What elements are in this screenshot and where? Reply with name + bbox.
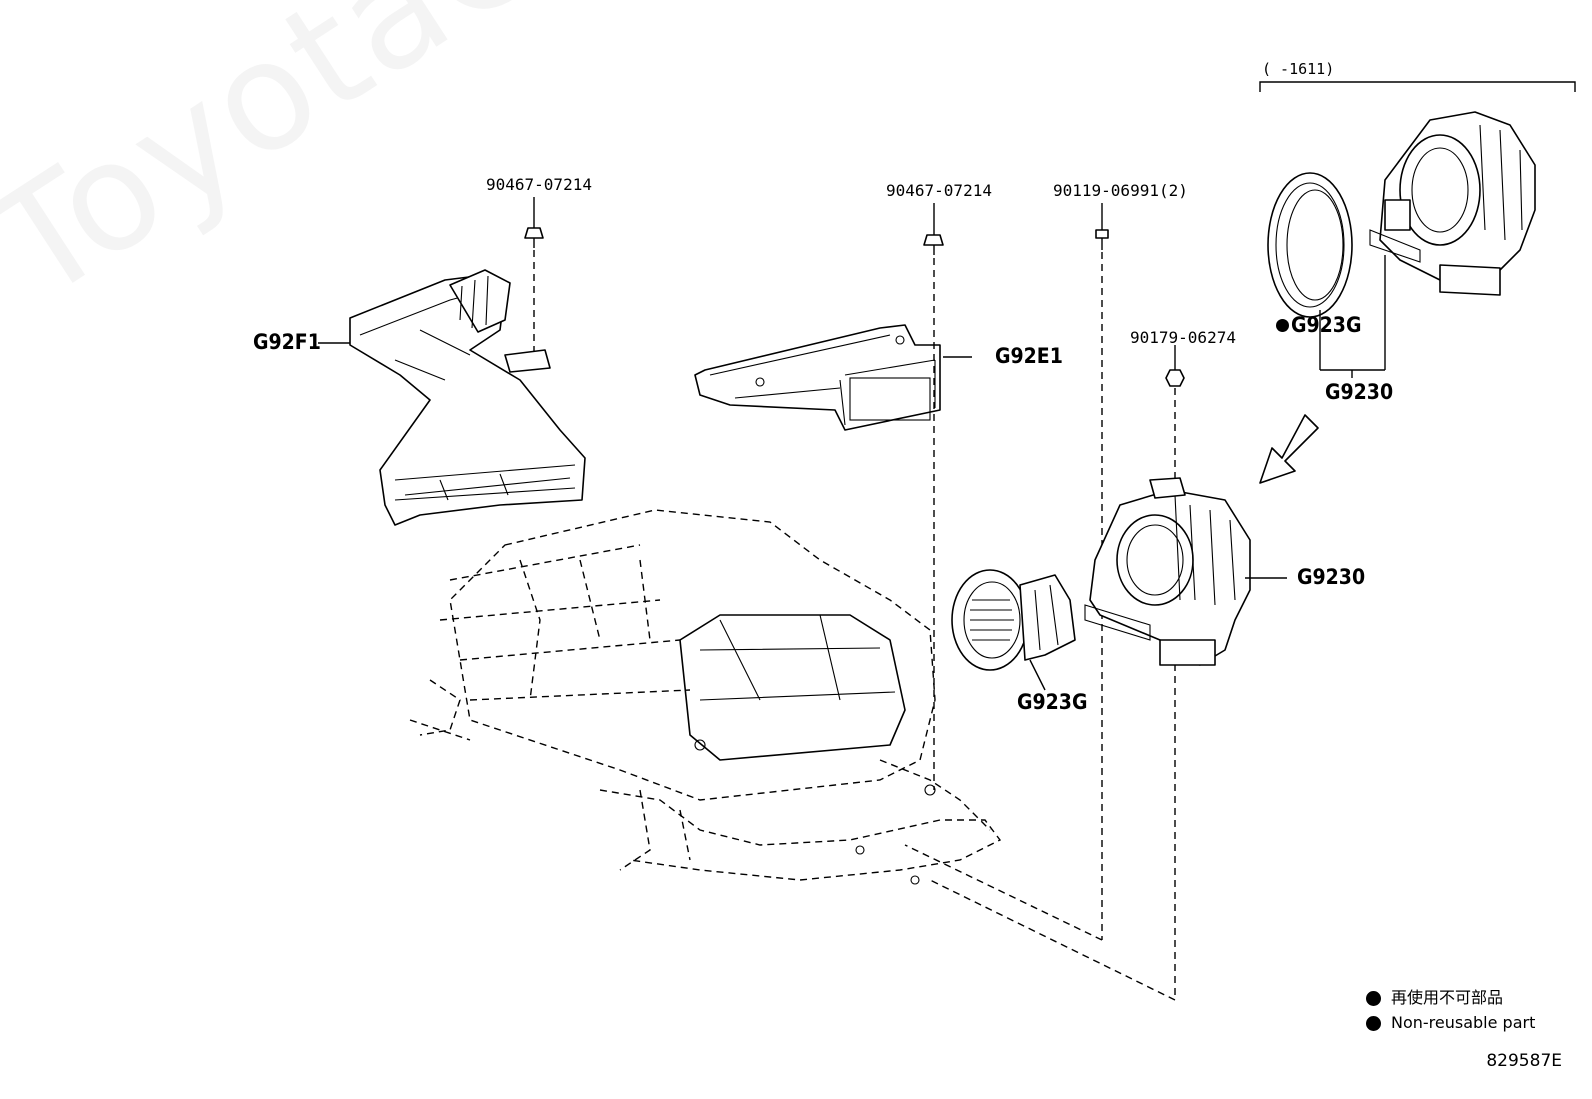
label-seal-top-text: G923G (1291, 313, 1362, 337)
legend-row-en: Non-reusable part (1366, 1015, 1535, 1031)
blower-g9230-main-drawing (1084, 477, 1251, 666)
non-reusable-marker-icon (1276, 319, 1289, 332)
leader-lines (318, 81, 1576, 691)
seal-g923g-main-drawing (951, 569, 1076, 671)
label-bolt-b: 90467-07214 (886, 181, 992, 200)
label-nut: 90179-06274 (1130, 328, 1236, 347)
legend-jp-text: 再使用不可部品 (1391, 988, 1504, 1007)
legend-row-jp: 再使用不可部品 (1366, 990, 1503, 1006)
seal-g923g-top-drawing (1267, 172, 1353, 318)
label-bolt-a: 90467-07214 (486, 175, 592, 194)
label-duct-center: G92E1 (995, 344, 1063, 368)
blower-g9230-top-drawing (1369, 111, 1536, 296)
label-blower-main: G9230 (1297, 565, 1366, 589)
battery-assembly-drawing (409, 509, 1002, 885)
label-duct-left: G92F1 (253, 330, 321, 354)
label-seal-main: G923G (1017, 690, 1088, 714)
duct-g92e1-drawing (694, 324, 941, 431)
label-screw: 90119-06991(2) (1053, 181, 1188, 200)
legend-en-text: Non-reusable part (1391, 1013, 1536, 1032)
fasteners-drawing (524, 227, 1185, 387)
non-reusable-dot-icon (1366, 1015, 1381, 1031)
duct-g92f1-drawing (349, 269, 586, 526)
label-seal-top: G923G (1276, 315, 1361, 336)
diagram-id: 829587E (1486, 1051, 1562, 1071)
label-range-note: ( -1611) (1262, 60, 1335, 78)
direction-arrow (1259, 414, 1319, 484)
non-reusable-dot-icon (1366, 990, 1381, 1006)
label-blower-top: G9230 (1325, 380, 1394, 404)
